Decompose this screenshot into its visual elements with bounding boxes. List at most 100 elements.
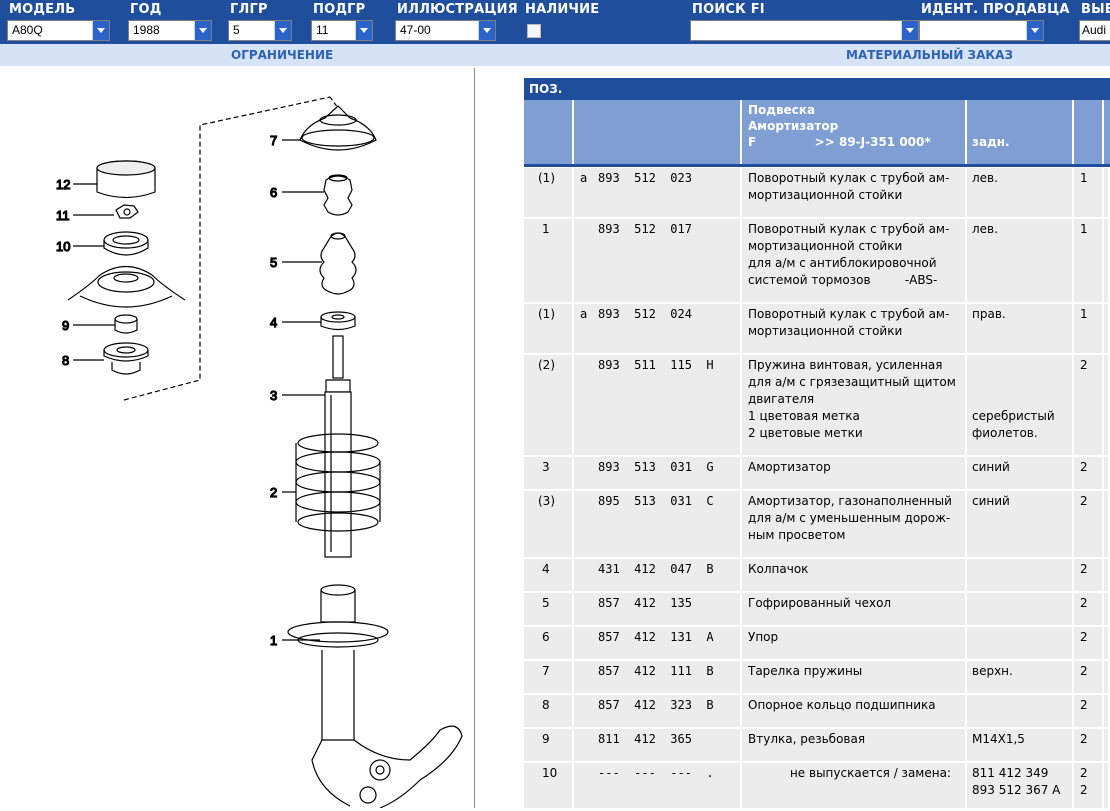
extra-select[interactable]: Audi bbox=[1079, 20, 1110, 41]
cell-part: 895 513 031 C bbox=[574, 491, 740, 557]
part-number[interactable]: 857 412 323 B bbox=[598, 698, 714, 712]
cell-qty: 2 2 bbox=[1074, 763, 1102, 808]
year-select[interactable]: 1988 bbox=[128, 20, 212, 41]
model-select[interactable]: A80Q bbox=[7, 20, 110, 41]
part-10-ring[interactable] bbox=[103, 231, 149, 256]
chevron-down-icon[interactable] bbox=[478, 21, 495, 40]
part-5-boot[interactable] bbox=[319, 232, 357, 295]
main-group-value: 5 bbox=[233, 23, 240, 37]
restriction-link[interactable]: ОГРАНИЧЕНИЕ bbox=[231, 48, 334, 62]
callout-4[interactable]: 4 bbox=[269, 314, 277, 330]
cell-extra bbox=[1104, 304, 1108, 353]
cell-note-text: синий bbox=[972, 494, 1010, 508]
part-number[interactable]: 893 513 031 G bbox=[598, 460, 714, 474]
part-number[interactable]: --- --- --- . bbox=[598, 766, 714, 780]
callout-10[interactable]: 10 bbox=[55, 238, 71, 254]
callout-9[interactable]: 9 bbox=[61, 317, 69, 333]
cell-pos: 10 bbox=[524, 763, 572, 808]
part-number[interactable]: 857 412 131 A bbox=[598, 630, 714, 644]
table-row[interactable]: 10 --- --- --- . не выпускается / замена:… bbox=[524, 763, 1110, 808]
filter-bar: МОДЕЛЬ A80Q ГОД 1988 ГЛГР 5 ПОДГР 11 ИЛЛ… bbox=[0, 0, 1110, 44]
part-1-strut-housing[interactable] bbox=[287, 584, 463, 809]
cell-desc-text: Колпачок bbox=[748, 562, 809, 576]
material-order-link[interactable]: МАТЕРИАЛЬНЫЙ ЗАКАЗ bbox=[846, 48, 1013, 62]
part-3-shock-absorber[interactable] bbox=[324, 335, 352, 558]
part-number[interactable]: 811 412 365 bbox=[598, 732, 692, 746]
cell-note-text: прав. bbox=[972, 307, 1006, 321]
callout-6[interactable]: 6 bbox=[269, 184, 277, 200]
part-11-nut[interactable] bbox=[115, 204, 139, 219]
chevron-down-icon[interactable] bbox=[901, 21, 918, 40]
chevron-down-icon[interactable] bbox=[1026, 21, 1043, 40]
chevron-down-icon[interactable] bbox=[274, 21, 291, 40]
cell-extra bbox=[1104, 627, 1108, 659]
cell-qty: 1 bbox=[1074, 219, 1102, 302]
section-bar: ОГРАНИЧЕНИЕ МАТЕРИАЛЬНЫЙ ЗАКАЗ bbox=[0, 44, 1110, 66]
part-2-coil-spring[interactable] bbox=[295, 433, 381, 532]
callout-11[interactable]: 11 bbox=[55, 207, 70, 223]
part-number[interactable]: 893 512 023 bbox=[598, 171, 692, 185]
callout-8[interactable]: 8 bbox=[61, 352, 69, 368]
part-number[interactable]: 893 512 017 bbox=[598, 222, 692, 236]
cell-pos-text: 5 bbox=[542, 596, 550, 610]
cell-extra bbox=[1104, 593, 1108, 625]
part-9-sleeve[interactable] bbox=[114, 314, 138, 334]
part-7-spring-plate[interactable] bbox=[299, 105, 377, 151]
main-group-select[interactable]: 5 bbox=[228, 20, 292, 41]
cell-qty-text: 2 bbox=[1080, 630, 1088, 644]
cell-qty: 2 bbox=[1074, 491, 1102, 557]
part-mount-plate[interactable] bbox=[67, 265, 186, 308]
part-12-cap[interactable] bbox=[96, 160, 156, 199]
part-number[interactable]: 431 412 047 B bbox=[598, 562, 714, 576]
search-select[interactable] bbox=[690, 20, 919, 41]
cell-note: лев. bbox=[967, 168, 1072, 217]
callout-3[interactable]: 3 bbox=[269, 387, 277, 403]
cell-part: 431 412 047 B bbox=[574, 559, 740, 591]
cell-pos-text: (2) bbox=[538, 358, 555, 372]
cell-note: прав. bbox=[967, 304, 1072, 353]
callout-12[interactable]: 12 bbox=[55, 176, 71, 192]
chevron-down-icon[interactable] bbox=[355, 21, 372, 40]
header-cell-pos bbox=[524, 100, 574, 166]
cell-desc: не выпускается / замена: bbox=[742, 763, 965, 808]
part-number[interactable]: 857 412 135 bbox=[598, 596, 692, 610]
part-number[interactable]: 857 412 111 B bbox=[598, 664, 714, 678]
header-cell-desc: Подвеска Амортизатор F >> 89-J-351 000* bbox=[742, 100, 967, 166]
part-6-bump-stop[interactable] bbox=[323, 174, 353, 216]
group-header: Подвеска Амортизатор F >> 89-J-351 000* bbox=[748, 103, 931, 149]
illustration-select[interactable]: 47-00 bbox=[395, 20, 496, 41]
cell-extra bbox=[1104, 763, 1108, 808]
availability-checkbox[interactable] bbox=[527, 24, 541, 38]
part-number[interactable]: 895 513 031 C bbox=[598, 494, 714, 508]
dealer-id-select[interactable] bbox=[919, 20, 1044, 41]
part-8-support-ring[interactable] bbox=[103, 342, 149, 375]
callout-2[interactable]: 2 bbox=[269, 484, 277, 500]
availability-label: НАЛИЧИЕ bbox=[525, 2, 600, 17]
part-number[interactable]: 893 511 115 H bbox=[598, 358, 714, 372]
chevron-down-icon[interactable] bbox=[92, 21, 109, 40]
sub-group-select[interactable]: 11 bbox=[311, 20, 373, 41]
callout-1[interactable]: 1 bbox=[269, 632, 277, 648]
table-row[interactable]: 1 893 512 017 Поворотный кулак с трубой ам… bbox=[524, 219, 1110, 302]
cell-pos-text: 6 bbox=[542, 630, 550, 644]
callout-7[interactable]: 7 bbox=[269, 132, 277, 148]
callout-5[interactable]: 5 bbox=[269, 254, 277, 270]
part-number[interactable]: 893 512 024 bbox=[598, 307, 692, 321]
chevron-down-icon[interactable] bbox=[194, 21, 211, 40]
header-cell-note: задн. bbox=[967, 100, 1074, 166]
cell-qty-text: 2 bbox=[1080, 358, 1088, 372]
part-4-small-cap[interactable] bbox=[320, 311, 356, 331]
cell-desc: Поворотный кулак с трубой ам- мортизацио… bbox=[742, 219, 965, 302]
model-value: A80Q bbox=[12, 23, 43, 37]
